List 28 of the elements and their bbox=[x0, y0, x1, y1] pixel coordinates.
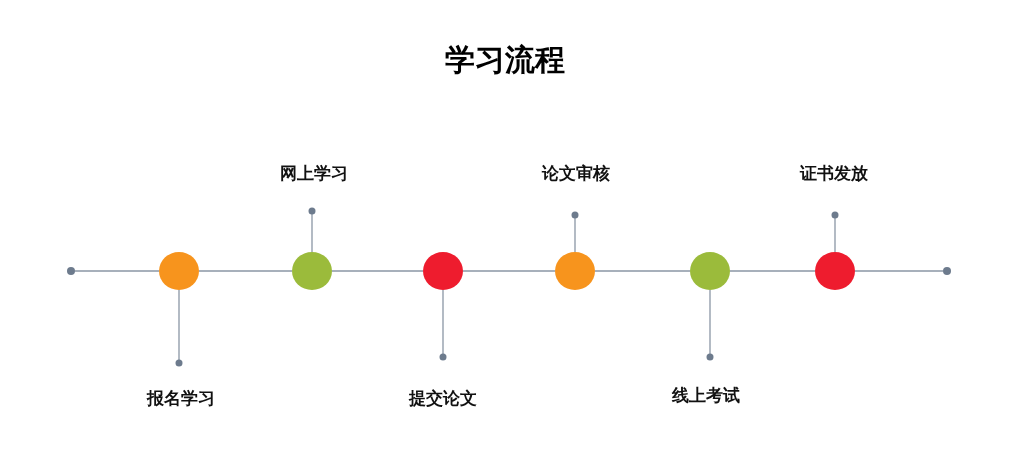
milestone-circle bbox=[555, 252, 595, 290]
step-label: 提交论文 bbox=[409, 388, 477, 408]
timeline-line bbox=[594, 270, 691, 272]
step-label: 线上考试 bbox=[672, 385, 740, 405]
leader-line bbox=[308, 207, 316, 253]
milestone-circle bbox=[815, 252, 855, 290]
milestone-circle bbox=[292, 252, 332, 290]
step-label: 报名学习 bbox=[147, 388, 215, 408]
timeline-line bbox=[198, 270, 293, 272]
step-label: 证书发放 bbox=[800, 163, 868, 183]
leader-line bbox=[831, 211, 839, 253]
timeline-line bbox=[462, 270, 556, 272]
diagram-title: 学习流程 bbox=[445, 41, 565, 79]
timeline-line bbox=[729, 270, 816, 272]
milestone-circle bbox=[690, 252, 730, 290]
leader-line bbox=[706, 289, 714, 361]
end-dot bbox=[943, 267, 951, 275]
milestone-circle bbox=[159, 252, 199, 290]
timeline-line bbox=[854, 270, 944, 272]
leader-line bbox=[439, 289, 447, 361]
timeline-line bbox=[331, 270, 424, 272]
leader-line bbox=[175, 289, 183, 367]
step-label: 网上学习 bbox=[280, 163, 348, 183]
milestone-circle bbox=[423, 252, 463, 290]
timeline-line bbox=[74, 270, 160, 272]
leader-line bbox=[571, 211, 579, 253]
end-dot bbox=[67, 267, 75, 275]
step-label: 论文审核 bbox=[542, 163, 610, 183]
